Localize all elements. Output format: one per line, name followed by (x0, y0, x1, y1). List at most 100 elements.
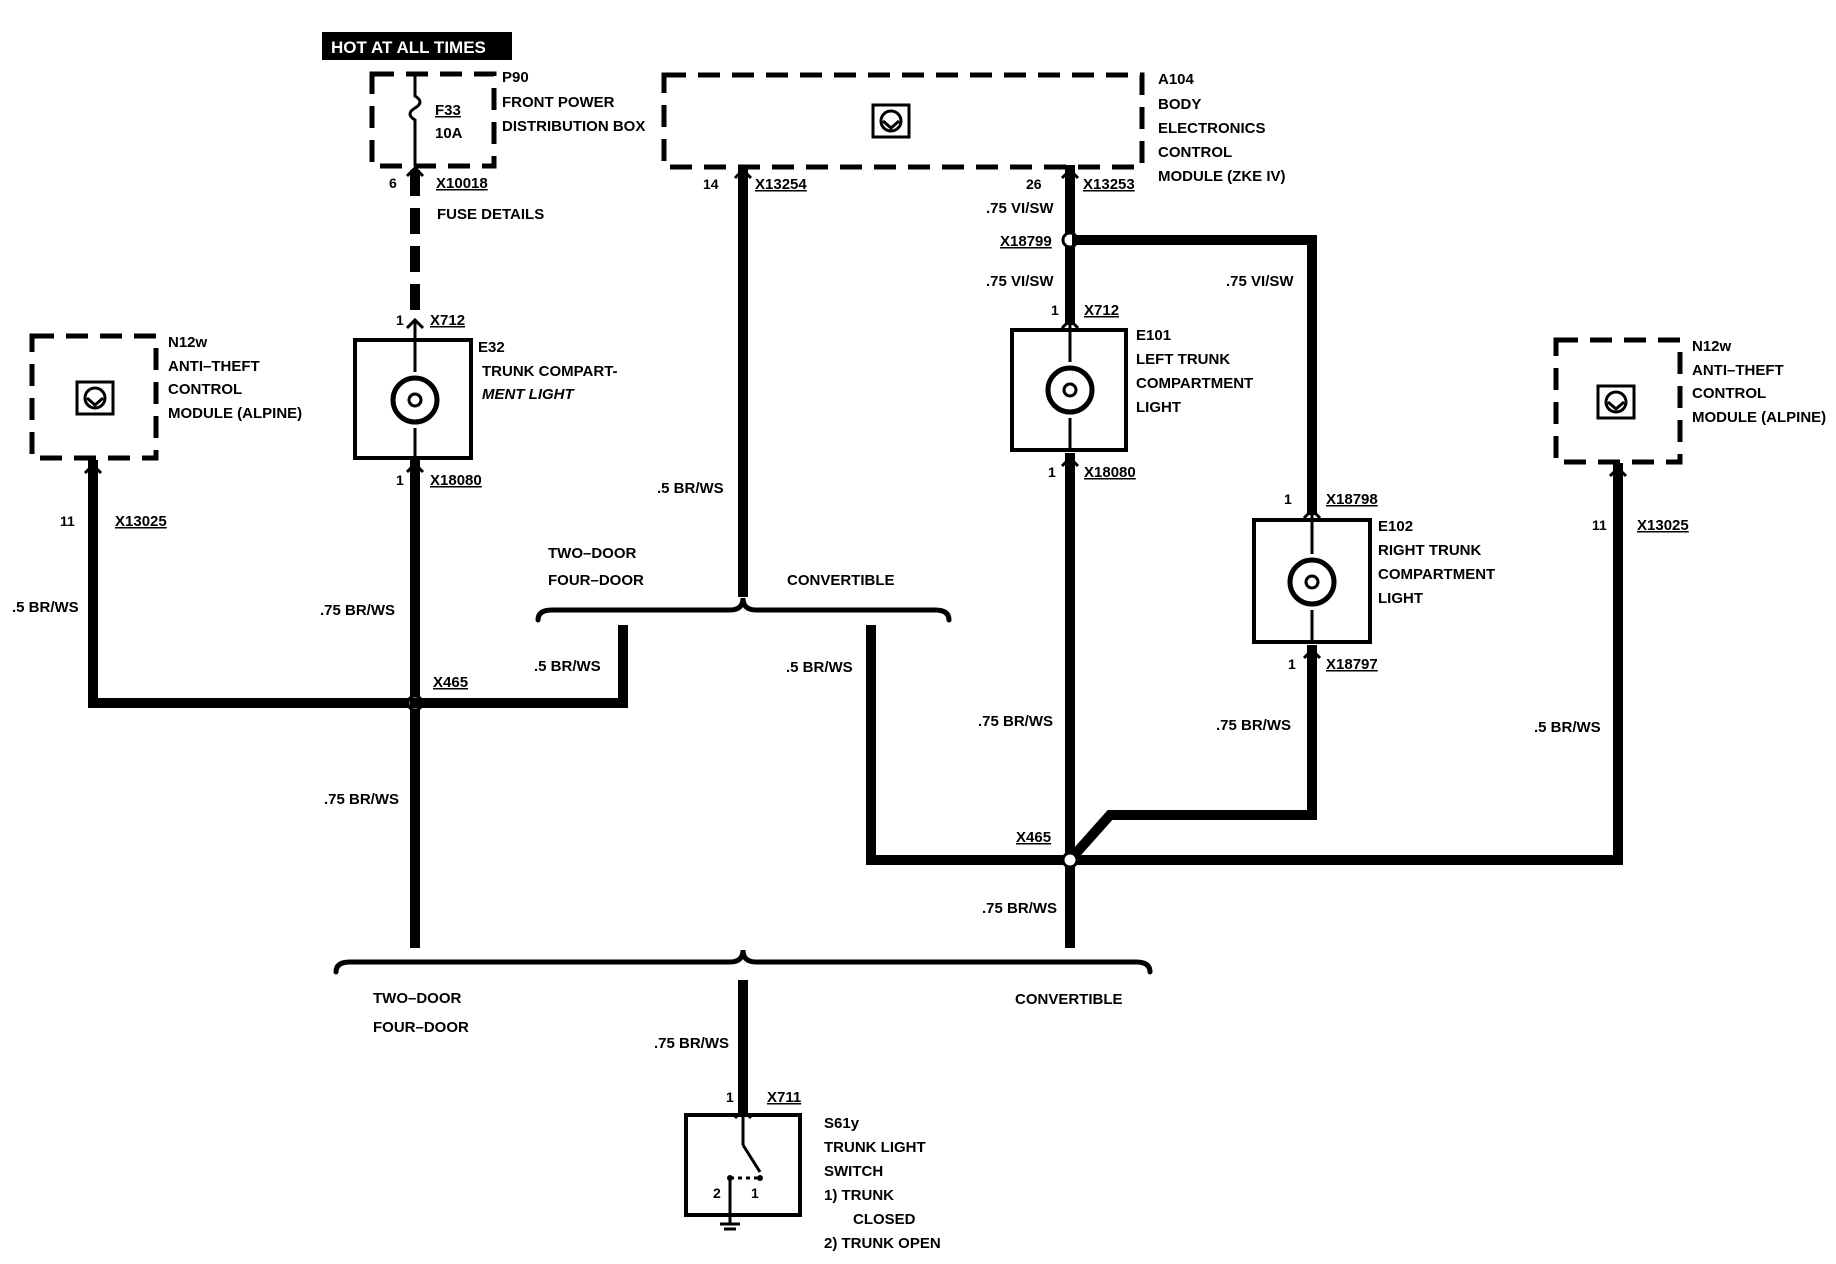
p90-name-1: FRONT POWER (502, 94, 615, 111)
e102-name-1: RIGHT TRUNK (1378, 542, 1481, 559)
s61y-id: S61y (824, 1115, 860, 1132)
connector-arrow (405, 165, 425, 178)
a104-name-1: BODY (1158, 96, 1201, 113)
e32-trunk-light: 1 X712 E32 TRUNK COMPART- MENT LIGHT 1 X… (353, 312, 618, 489)
wire-label-vi-sw-2: .75 VI/SW (986, 273, 1054, 290)
a104-conn-left: X13254 (755, 176, 807, 193)
s61y-name-1: TRUNK LIGHT (824, 1139, 926, 1156)
wire-label-vi-sw-1: .75 VI/SW (986, 200, 1054, 217)
p90-distribution-box: F33 10A P90 FRONT POWER DISTRIBUTION BOX… (369, 69, 645, 223)
lower-four-door-label: FOUR–DOOR (373, 1019, 469, 1036)
s61y-contact-2: 2 (713, 1185, 721, 1201)
e101-name-3: LIGHT (1136, 399, 1181, 416)
wire-label-n12w-left: .5 BR/WS (12, 599, 79, 616)
e101-pin-top: 1 (1051, 302, 1059, 318)
e32-name-2: MENT LIGHT (482, 386, 575, 403)
p90-connector: X10018 (436, 175, 488, 192)
svg-text:HOT AT ALL TIMES: HOT AT ALL TIMES (331, 38, 486, 57)
lamp-icon (1045, 365, 1095, 415)
p90-id: P90 (502, 69, 529, 86)
fuse-icon (408, 76, 422, 166)
wire-label-a104: .5 BR/WS (657, 480, 724, 497)
fuse-id: F33 (435, 102, 461, 119)
s61y-contact-1: 1 (751, 1185, 759, 1201)
splice-x465-right (1061, 851, 1079, 869)
e101-conn-top: X712 (1084, 302, 1119, 319)
a104-name-2: ELECTRONICS (1158, 120, 1266, 137)
n12w-right-name-1: ANTI–THEFT (1692, 362, 1784, 379)
fuse-details-note: FUSE DETAILS (437, 206, 544, 223)
a104-body-electronics-module: A104 BODY ELECTRONICS CONTROL MODULE (ZK… (661, 71, 1286, 193)
n12w-right-name-2: CONTROL (1692, 385, 1766, 402)
e102-pin-top: 1 (1284, 491, 1292, 507)
wire-label-switch: .75 BR/WS (654, 1035, 729, 1052)
upper-four-door-label: FOUR–DOOR (548, 572, 644, 589)
n12w-left-name-1: ANTI–THEFT (168, 358, 260, 375)
wire-n12w-left-x465 (88, 460, 420, 708)
module-chip-icon (75, 380, 115, 416)
e102-right-trunk-light: 1 X18798 E102 RIGHT TRUNK COMPARTMENT LI… (1252, 491, 1495, 673)
s61y-state-1b: CLOSED (853, 1211, 916, 1228)
upper-variant-brace (535, 597, 952, 623)
e101-name-2: COMPARTMENT (1136, 375, 1253, 392)
n12w-left-name-3: MODULE (ALPINE) (168, 405, 302, 422)
p90-name-2: DISTRIBUTION BOX (502, 118, 645, 135)
wire-label-e102: .75 BR/WS (1216, 717, 1291, 734)
p90-pin: 6 (389, 175, 397, 191)
wire-label-e32-1: .75 BR/WS (320, 602, 395, 619)
e102-conn-bottom: X18797 (1326, 656, 1378, 673)
wire-label-conv-down: .75 BR/WS (982, 900, 1057, 917)
s61y-name-2: SWITCH (824, 1163, 883, 1180)
lower-two-door-label: TWO–DOOR (373, 990, 461, 1007)
a104-name-3: CONTROL (1158, 144, 1232, 161)
n12w-right-module: N12w ANTI–THEFT CONTROL MODULE (ALPINE) … (1553, 337, 1826, 534)
n12w-right-id: N12w (1692, 338, 1732, 355)
s61y-state-1: 1) TRUNK (824, 1187, 894, 1204)
a104-name-4: MODULE (ZKE IV) (1158, 168, 1286, 185)
wire-x465-twodoor (410, 625, 628, 708)
wire-n12w-right-x465 (1065, 463, 1623, 865)
n12w-left-pin: 11 (60, 513, 75, 529)
n12w-left-connector: X13025 (115, 513, 167, 530)
hot-at-all-times-label: HOT AT ALL TIMES (322, 32, 512, 60)
e32-pin-bottom: 1 (396, 472, 404, 488)
e32-conn-bottom: X18080 (430, 472, 482, 489)
e101-name-1: LEFT TRUNK (1136, 351, 1230, 368)
n12w-right-connector: X13025 (1637, 517, 1689, 534)
wire-label-twodoor: .5 BR/WS (534, 658, 601, 675)
wire-convertible-x465 (866, 625, 1075, 865)
a104-conn-right: X13253 (1083, 176, 1135, 193)
wire-label-convertible: .5 BR/WS (786, 659, 853, 676)
fuse-rating: 10A (435, 125, 463, 142)
wire-e102-x465 (1062, 645, 1317, 868)
e101-id: E101 (1136, 327, 1171, 344)
s61y-trunk-light-switch: 1 X711 1 2 S61y TRUNK LIGHT SWITCH 1) TR… (684, 1089, 941, 1252)
e102-name-3: LIGHT (1378, 590, 1423, 607)
module-chip-icon (871, 103, 911, 139)
e32-pin-top: 1 (396, 312, 404, 328)
e102-id: E102 (1378, 518, 1413, 535)
module-chip-icon (1596, 384, 1636, 420)
upper-two-door-label: TWO–DOOR (548, 545, 636, 562)
wire-label-vi-sw-3: .75 VI/SW (1226, 273, 1294, 290)
wire-label-n12w-right: .5 BR/WS (1534, 719, 1601, 736)
wire-label-e101: .75 BR/WS (978, 713, 1053, 730)
a104-pin-left: 14 (703, 176, 719, 192)
s61y-state-2: 2) TRUNK OPEN (824, 1235, 941, 1252)
splice-x465-left-label: X465 (433, 674, 468, 691)
upper-convertible-label: CONVERTIBLE (787, 572, 895, 589)
lamp-icon (390, 375, 440, 425)
e102-name-2: COMPARTMENT (1378, 566, 1495, 583)
e32-conn-top: X712 (430, 312, 465, 329)
n12w-left-id: N12w (168, 334, 208, 351)
e101-pin-bottom: 1 (1048, 464, 1056, 480)
lower-convertible-label: CONVERTIBLE (1015, 991, 1123, 1008)
splice-x18799-label: X18799 (1000, 233, 1052, 250)
n12w-right-pin: 11 (1592, 517, 1607, 533)
ground-icon (720, 1215, 740, 1231)
n12w-left-name-2: CONTROL (168, 381, 242, 398)
connector-arrows (83, 167, 1628, 1120)
lamp-icon (1287, 557, 1337, 607)
a104-id: A104 (1158, 71, 1195, 88)
